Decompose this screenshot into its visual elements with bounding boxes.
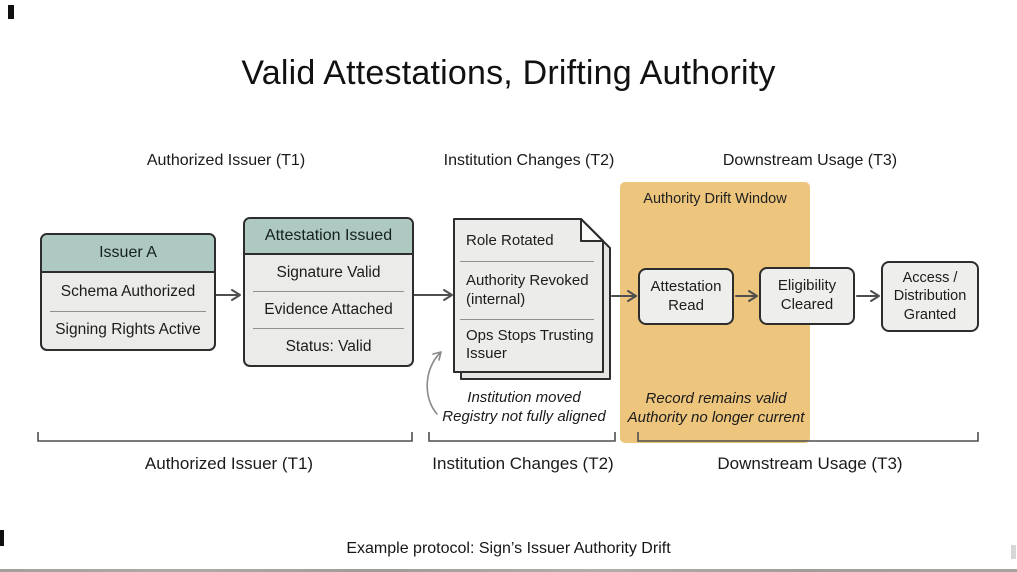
attestation-row-signature: Signature Valid bbox=[276, 264, 381, 281]
document-item-ops-stops: Ops Stops Trusting Issuer bbox=[466, 326, 594, 362]
page-title: Valid Attestations, Drifting Authority bbox=[241, 54, 776, 92]
flow-arrow-document-to-read-icon bbox=[611, 290, 637, 302]
issuer-row-schema: Schema Authorized bbox=[60, 282, 196, 300]
issuer-row-signing: Signing Rights Active bbox=[55, 321, 201, 339]
lane-label-bottom-t1: Authorized Issuer (T1) bbox=[144, 454, 314, 473]
eligibility-cleared-box: Eligibility Cleared bbox=[759, 267, 855, 325]
screen-artifact-bottom-right bbox=[1011, 545, 1016, 559]
lane-label-bottom-t3: Downstream Usage (T3) bbox=[717, 454, 903, 473]
record-remains-valid-note: Record remains valid Authority no longer… bbox=[627, 390, 805, 426]
timeline-bracket-t1 bbox=[37, 432, 413, 442]
row-divider bbox=[253, 291, 404, 292]
flow-arrow-cleared-to-granted-icon bbox=[856, 290, 880, 302]
flow-arrow-issuer-to-attestation-icon bbox=[213, 289, 241, 301]
lane-label-top-t2: Institution Changes (T2) bbox=[443, 152, 615, 169]
example-protocol-caption: Example protocol: Sign’s Issuer Authorit… bbox=[346, 540, 671, 557]
screen-artifact-bottom-strip bbox=[0, 569, 1017, 572]
flow-arrow-read-to-cleared-icon bbox=[735, 290, 758, 302]
document-item-authority-revoked: Authority Revoked (internal) bbox=[466, 272, 589, 308]
timeline-bracket-t2 bbox=[428, 432, 616, 442]
row-divider bbox=[460, 261, 594, 262]
lane-label-bottom-t2: Institution Changes (T2) bbox=[432, 454, 614, 473]
attestation-issued-header: Attestation Issued bbox=[245, 219, 412, 255]
row-divider bbox=[50, 310, 206, 312]
timeline-bracket-t3 bbox=[637, 432, 979, 442]
row-divider bbox=[253, 328, 404, 329]
flow-arrow-attestation-to-document-icon bbox=[411, 289, 453, 301]
lane-label-top-t3: Downstream Usage (T3) bbox=[722, 152, 898, 169]
screen-artifact-bottom-left bbox=[0, 530, 4, 546]
document-folded-corner bbox=[580, 218, 604, 242]
attestation-read-box: Attestation Read bbox=[638, 268, 734, 325]
screen-artifact-top-left bbox=[8, 5, 14, 19]
access-distribution-granted-box: Access / Distribution Granted bbox=[881, 261, 979, 332]
curved-annotation-arrow-icon bbox=[426, 351, 442, 415]
document-stack-icon bbox=[453, 218, 611, 380]
authority-drift-window-label: Authority Drift Window bbox=[643, 191, 787, 207]
document-item-role-rotated: Role Rotated bbox=[466, 231, 554, 249]
row-divider bbox=[460, 319, 594, 320]
document-content: Role Rotated Authority Revoked (internal… bbox=[456, 221, 599, 370]
lane-label-top-t1: Authorized Issuer (T1) bbox=[146, 152, 306, 169]
institution-moved-note: Institution moved Registry not fully ali… bbox=[442, 389, 606, 425]
attestation-row-status: Status: Valid bbox=[285, 338, 372, 355]
issuer-a-header: Issuer A bbox=[42, 235, 214, 273]
issuer-a-box: Issuer A Schema Authorized Signing Right… bbox=[40, 233, 216, 351]
document-front-sheet bbox=[453, 218, 604, 373]
attestation-issued-box: Attestation Issued Signature Valid Evide… bbox=[243, 217, 414, 367]
attestation-row-evidence: Evidence Attached bbox=[264, 301, 393, 318]
